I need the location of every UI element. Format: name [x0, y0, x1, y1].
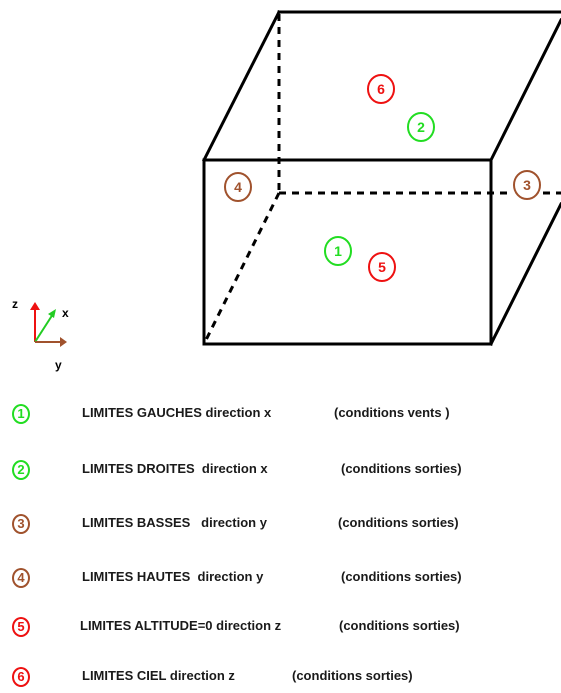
x-axis-arrowhead — [48, 309, 56, 318]
axis-indicator: z x y — [12, 297, 69, 372]
legend-item: 1 LIMITES GAUCHES direction x (condition… — [0, 402, 561, 430]
legend-badge-6: 6 — [12, 667, 30, 687]
svg-text:3: 3 — [523, 177, 531, 193]
legend-item: 4 LIMITES HAUTES direction y (conditions… — [0, 566, 561, 594]
svg-text:4: 4 — [234, 179, 242, 195]
svg-text:5: 5 — [378, 259, 386, 275]
legend-condition-label: (conditions sorties) — [339, 618, 460, 633]
legend-condition-label: (conditions sorties) — [338, 515, 459, 530]
legend-condition-label: (conditions sorties) — [341, 461, 462, 476]
legend-limit-label: LIMITES CIEL direction z — [82, 668, 235, 683]
svg-text:6: 6 — [377, 81, 385, 97]
cube-edge-bottom-right — [488, 201, 561, 347]
legend-limit-label: LIMITES ALTITUDE=0 direction z — [80, 618, 282, 633]
legend-item: 5 LIMITES ALTITUDE=0 direction z (condit… — [0, 615, 561, 643]
z-axis-arrowhead — [30, 302, 40, 310]
x-axis-arrow — [34, 313, 54, 343]
cube-label-2: 2 — [407, 112, 435, 142]
legend-badge-4: 4 — [12, 568, 30, 588]
legend-limit-label: LIMITES BASSES direction y — [82, 515, 267, 530]
legend-limit-label: LIMITES DROITES direction x — [82, 461, 268, 476]
legend-badge-5: 5 — [12, 617, 30, 637]
cube-label-1: 1 — [324, 236, 352, 266]
legend-condition-label: (conditions sorties) — [292, 668, 413, 683]
legend-badge-3: 3 — [12, 514, 30, 534]
cube-label-5: 5 — [368, 252, 396, 282]
legend-item: 2 LIMITES DROITES direction x (condition… — [0, 458, 561, 486]
cube-label-3: 3 — [513, 170, 541, 200]
legend-item: 6 LIMITES CIEL direction z (conditions s… — [0, 665, 561, 693]
cube-label-4: 4 — [224, 172, 252, 202]
cube-hidden-edge-diagonal — [204, 192, 281, 341]
legend-item: 3 LIMITES BASSES direction y (conditions… — [0, 512, 561, 540]
legend-condition-label: (conditions vents ) — [334, 405, 450, 420]
svg-text:1: 1 — [334, 243, 342, 259]
y-axis-label: y — [55, 358, 62, 372]
legend-badge-2: 2 — [12, 460, 30, 480]
x-axis-label: x — [62, 306, 69, 320]
legend-condition-label: (conditions sorties) — [341, 569, 462, 584]
legend-limit-label: LIMITES GAUCHES direction x — [82, 405, 272, 420]
cube-front-face — [202, 158, 493, 346]
legend-badge-1: 1 — [12, 404, 30, 424]
z-axis-label: z — [12, 297, 18, 311]
cube-edge-top-left — [201, 9, 282, 163]
legend-limit-label: LIMITES HAUTES direction y — [82, 569, 264, 584]
y-axis-arrowhead — [60, 337, 67, 347]
cube-edge-top-right — [488, 17, 561, 163]
svg-text:2: 2 — [417, 119, 425, 135]
cube-label-6: 6 — [367, 74, 395, 104]
